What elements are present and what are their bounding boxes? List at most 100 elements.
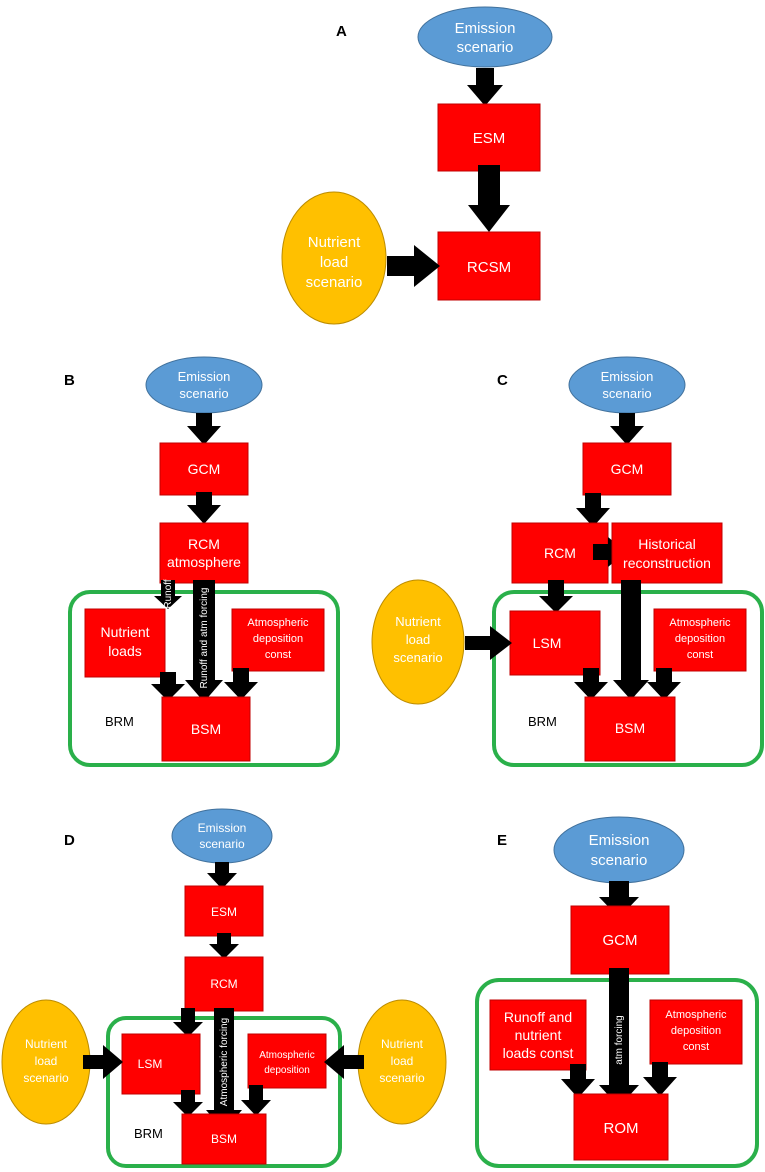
d-nutrient-right-line3: scenario xyxy=(379,1071,425,1085)
e-atm-forcing-label: atm forcing xyxy=(614,1015,625,1064)
b-rcm-line2: atmosphere xyxy=(167,554,241,570)
a-rcsm-label: RCSM xyxy=(467,259,511,276)
a-arrow-nutrient-rcsm xyxy=(387,245,440,287)
b-nutrient-loads-box xyxy=(84,608,166,678)
b-bsm-label: BSM xyxy=(191,721,221,737)
b-arrow-runoff-atm-forcing xyxy=(185,580,223,702)
c-arrow-gcm-rcm xyxy=(576,493,610,527)
c-bsm-box xyxy=(584,696,676,762)
d-bsm-box xyxy=(181,1113,267,1165)
a-nutrient-ellipse xyxy=(281,191,387,325)
b-gcm-box xyxy=(159,442,249,496)
b-gcm-label: GCM xyxy=(188,461,221,477)
d-arrow-lsm-bsm xyxy=(173,1090,203,1117)
a-emission-ellipse xyxy=(417,6,553,68)
e-runoff-nutr-line2: nutrient xyxy=(515,1027,562,1043)
e-emission-ellipse xyxy=(553,816,685,884)
b-nutrient-loads-line1: Nutrient xyxy=(100,624,149,640)
c-gcm-box xyxy=(582,442,672,496)
c-arrow-lsm-bsm xyxy=(574,668,608,700)
c-atm-dep-line2: deposition xyxy=(675,633,725,645)
b-arrow-gcm-rcm xyxy=(187,492,221,524)
c-emission-ellipse xyxy=(568,356,686,414)
e-atm-dep-line1: Atmospheric xyxy=(665,1009,727,1021)
c-arrow-rcm-historical xyxy=(593,537,626,567)
e-arrow-atmdep-rom xyxy=(643,1062,677,1096)
d-arrow-rcm-lsm xyxy=(173,1008,203,1037)
a-esm-label: ESM xyxy=(473,130,506,147)
e-rom-box xyxy=(573,1093,669,1161)
panel-b-label: B xyxy=(64,372,75,389)
e-atm-dep-box xyxy=(649,999,743,1065)
b-arrow-atmdep-bsm xyxy=(224,668,258,700)
e-arrow-runoff-rom xyxy=(561,1064,595,1098)
e-gcm-box xyxy=(570,905,670,975)
panel-c-label: C xyxy=(497,372,508,389)
d-nutrient-left-line3: scenario xyxy=(23,1071,69,1085)
c-brm-label: BRM xyxy=(528,714,557,729)
c-arrow-nutrient-lsm xyxy=(465,626,512,660)
c-nutrient-line2: load xyxy=(406,632,431,647)
e-runoff-nutr-box xyxy=(489,999,587,1071)
d-rcm-box xyxy=(184,956,264,1012)
d-arrow-esm-rcm xyxy=(209,933,239,959)
panel-a-label: A xyxy=(336,23,347,40)
a-nutrient-line2: load xyxy=(320,254,348,271)
c-arrow-rcm-lsm xyxy=(539,580,573,613)
c-nutrient-line3: scenario xyxy=(393,650,442,665)
b-emission-line1: Emission xyxy=(178,369,231,384)
panel-b: B Emission scenario GCM RCM atmosphere R… xyxy=(64,356,340,767)
e-arrow-atm-forcing xyxy=(599,968,639,1107)
d-nutrient-right-line1: Nutrient xyxy=(381,1037,424,1051)
panel-d: D Emission scenario ESM RCM LSM Atmosphe… xyxy=(1,808,447,1168)
e-gcm-label: GCM xyxy=(603,932,638,949)
c-nutrient-ellipse xyxy=(371,579,465,705)
d-atm-dep-line1b: deposition xyxy=(264,1065,310,1076)
c-atm-dep-box xyxy=(653,608,747,672)
c-rcm-box xyxy=(511,522,609,584)
b-rcm-line1: RCM xyxy=(188,536,220,552)
d-nutrient-right-line2: load xyxy=(391,1054,414,1068)
d-rcm-label: RCM xyxy=(210,977,237,991)
a-arrow-esm-rcsm xyxy=(468,165,510,232)
panel-c: C Emission scenario GCM RCM Historical r… xyxy=(371,356,764,767)
e-runoff-nutr-line1: Runoff and xyxy=(504,1009,572,1025)
a-emission-line1: Emission xyxy=(455,20,516,37)
d-arrow-nutrient-right-atmdep xyxy=(324,1045,364,1079)
b-arrow-nutrient-bsm xyxy=(151,672,185,701)
a-nutrient-line3: scenario xyxy=(306,274,363,291)
a-emission-line2: scenario xyxy=(457,39,514,56)
b-atm-dep-box xyxy=(231,608,325,672)
e-arrow-emission-gcm xyxy=(599,881,639,918)
d-esm-box xyxy=(184,885,264,937)
b-emission-line2: scenario xyxy=(179,386,228,401)
b-nutrient-loads-line2: loads xyxy=(108,643,141,659)
b-rcm-box xyxy=(159,522,249,584)
d-brm-label: BRM xyxy=(134,1126,163,1141)
d-lsm-label: LSM xyxy=(138,1057,163,1071)
d-arrow-atmdep-bsm xyxy=(241,1085,271,1116)
d-emission-line2: scenario xyxy=(199,837,245,851)
b-emission-ellipse xyxy=(145,356,263,414)
e-emission-line1: Emission xyxy=(589,832,650,849)
b-runoff-atm-label: Runoff and atm forcing xyxy=(199,588,210,689)
e-atm-dep-line3: const xyxy=(683,1041,709,1053)
a-arrow-emission-esm xyxy=(467,68,503,106)
b-atm-dep-line2: deposition xyxy=(253,633,303,645)
c-atm-dep-line3: const xyxy=(687,649,713,661)
d-emission-line1: Emission xyxy=(198,821,247,835)
panel-e-label: E xyxy=(497,832,507,849)
b-arrow-emission-gcm xyxy=(187,413,221,445)
c-arrow-historical-bsm xyxy=(613,580,649,700)
c-lsm-label: LSM xyxy=(533,635,562,651)
d-arrow-emission-esm xyxy=(207,862,237,889)
d-nutrient-left-line2: load xyxy=(35,1054,58,1068)
panel-a: A Emission scenario ESM RCSM Nutrient lo… xyxy=(281,6,553,325)
d-atm-forcing-label: Atmospheric forcing xyxy=(219,1018,230,1106)
c-historical-box xyxy=(611,522,723,584)
d-esm-label: ESM xyxy=(211,905,237,919)
d-atm-dep-line1: Atmospheric xyxy=(259,1050,315,1061)
d-bsm-label: BSM xyxy=(211,1132,237,1146)
b-brm-label: BRM xyxy=(105,714,134,729)
